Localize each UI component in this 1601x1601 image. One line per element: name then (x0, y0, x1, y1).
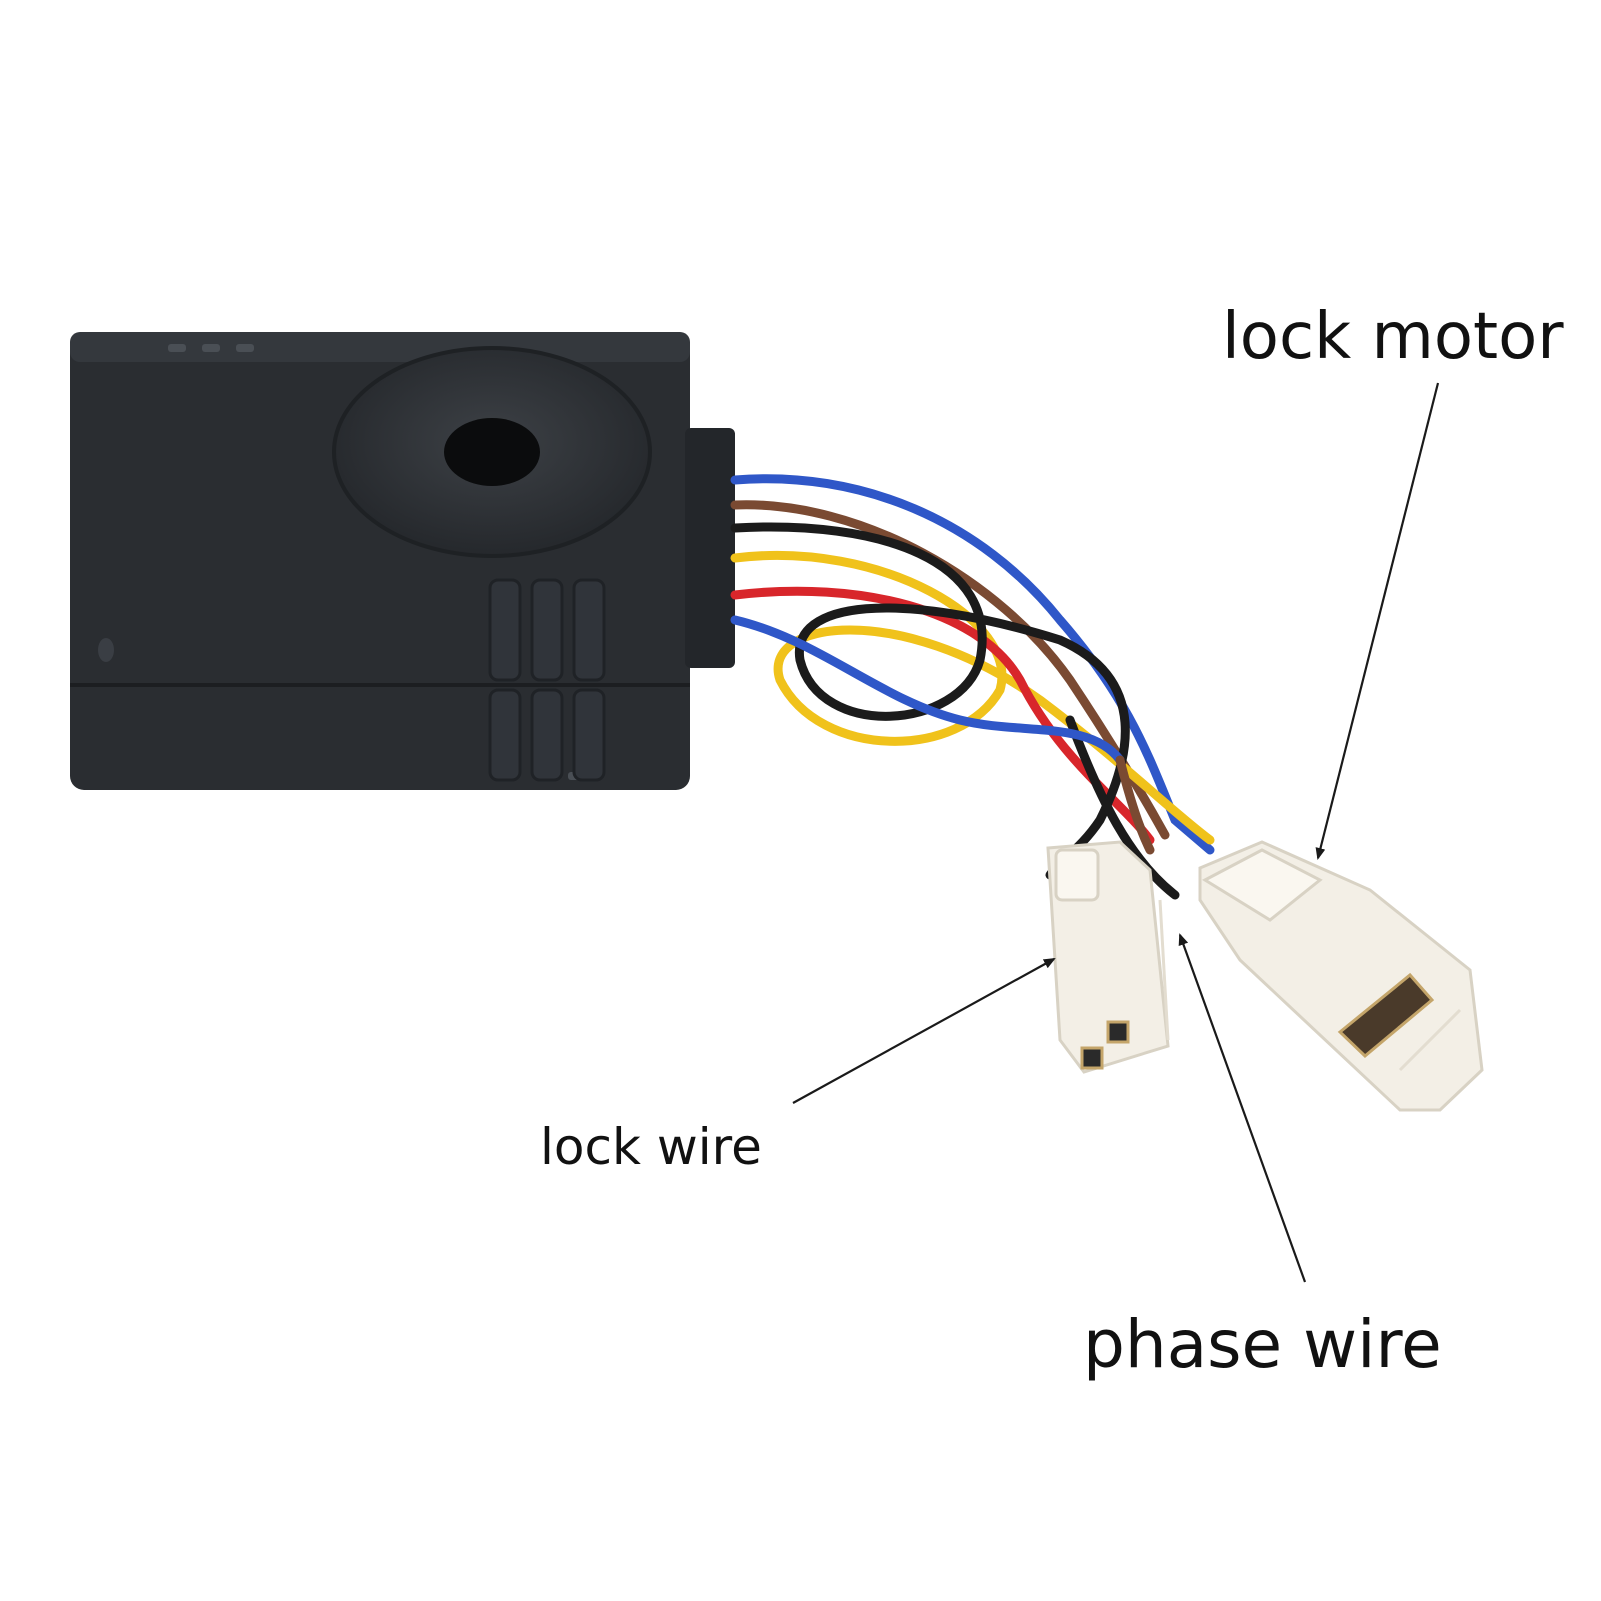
annotation-arrows (792, 382, 1440, 1283)
plug-connector-icon (1046, 840, 1170, 1074)
arrow-icon (1315, 382, 1440, 860)
label-phase-wire: phase wire (1083, 1306, 1442, 1383)
plug-connector-icon (1198, 840, 1484, 1112)
label-lock-wire: lock wire (540, 1118, 762, 1176)
label-lock-motor: lock motor (1222, 300, 1564, 374)
wire-harness-icon (730, 474, 1215, 900)
arrow-icon (1178, 933, 1307, 1283)
motor-housing-icon (70, 332, 735, 790)
arrow-icon (792, 958, 1056, 1104)
